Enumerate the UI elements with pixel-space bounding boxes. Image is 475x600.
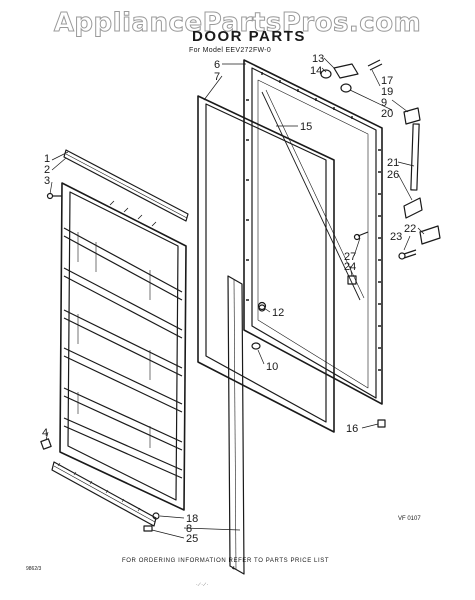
callout-15: 15 — [300, 121, 312, 133]
top-hinge-assembly — [320, 59, 423, 219]
callout-7: 7 — [214, 71, 220, 83]
callout-1: 1 — [44, 153, 50, 165]
callout-9: 9 — [381, 97, 387, 109]
callout-10: 10 — [266, 361, 278, 373]
plug-12 — [257, 301, 267, 311]
watermark-logo: AppliancePartsPros.com — [53, 8, 422, 39]
page-title: DOOR PARTS — [192, 28, 306, 45]
callout-2: 2 — [44, 164, 50, 176]
callout-18: 18 — [186, 513, 198, 525]
callout-17: 17 — [381, 75, 393, 87]
lock-assembly — [347, 225, 441, 285]
callout-13: 13 — [312, 53, 324, 65]
callout-22: 22 — [404, 223, 416, 235]
callout-27: 27 — [344, 251, 356, 263]
scan-mark: · ∕ · ∕ · — [196, 582, 209, 588]
callout-14: 14 — [310, 65, 322, 77]
callout-20: 20 — [381, 108, 393, 120]
screw-3 — [46, 192, 62, 200]
callout-3: 3 — [44, 175, 50, 187]
screws-18-25 — [143, 512, 160, 532]
callout-8: 8 — [186, 523, 192, 535]
model-label: For Model EEV272FW-0 — [189, 47, 272, 54]
plug-10 — [251, 342, 261, 350]
callout-labels: 1 2 3 4 6 7 13 14 17 19 9 20 15 21 26 27… — [42, 53, 416, 545]
top-trim-strip — [63, 149, 189, 222]
ordering-info: FOR ORDERING INFORMATION REFER TO PARTS … — [122, 558, 330, 564]
page-code: 9862/3 — [26, 566, 42, 572]
door-liner — [59, 182, 187, 511]
callout-21: 21 — [387, 157, 399, 169]
callout-12: 12 — [272, 307, 284, 319]
breaker-strip — [227, 275, 245, 575]
callout-23: 23 — [390, 231, 402, 243]
callout-16: 16 — [346, 423, 358, 435]
door-gasket — [197, 95, 335, 433]
diagram-code: VF 0107 — [398, 516, 421, 522]
clip-4 — [40, 438, 52, 450]
callout-4: 4 — [42, 427, 48, 439]
callout-24: 24 — [344, 261, 356, 273]
callout-6: 6 — [214, 59, 220, 71]
callout-19: 19 — [381, 86, 393, 98]
page-number: 4 — [232, 566, 235, 572]
callout-25: 25 — [186, 533, 198, 545]
foot-16 — [377, 419, 386, 428]
callout-26: 26 — [387, 169, 399, 181]
bottom-trim-strip — [51, 461, 157, 527]
leader-lines — [45, 57, 425, 539]
outer-door-panel — [243, 59, 383, 405]
